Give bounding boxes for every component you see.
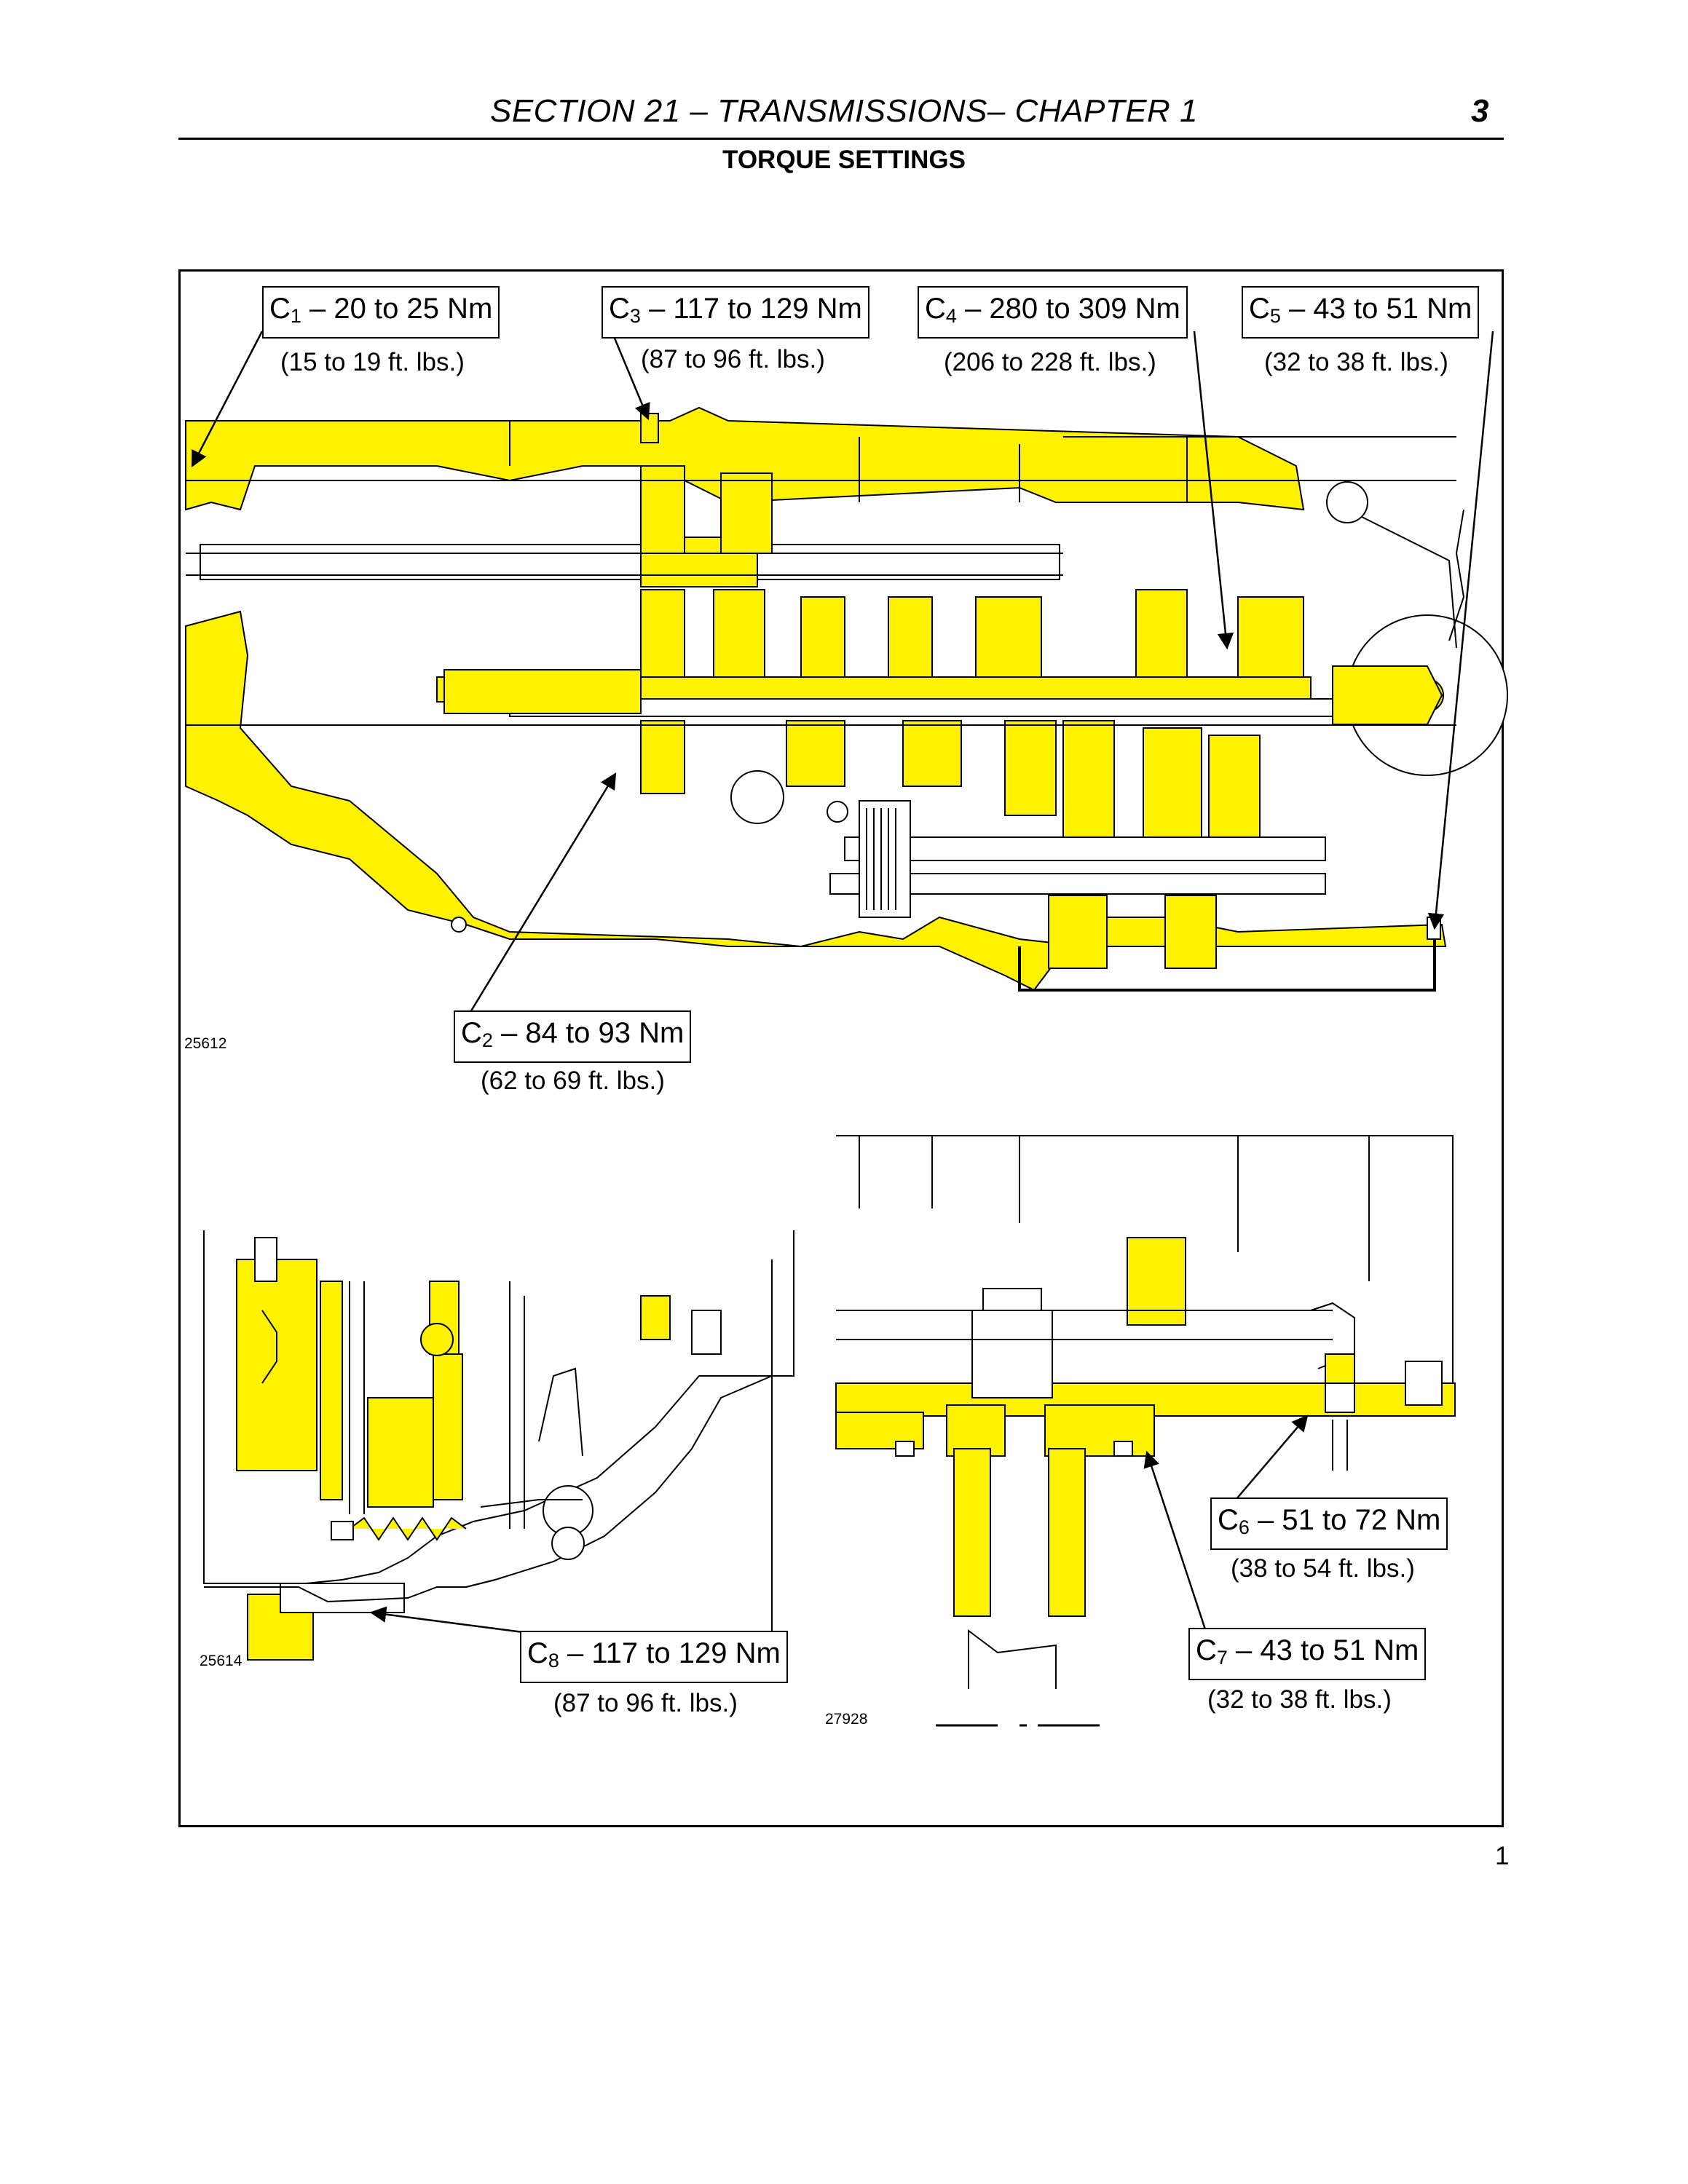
callout-label: C	[609, 293, 630, 325]
c4-leader	[1193, 331, 1234, 650]
callout-index: 4	[945, 305, 957, 327]
torque-callout-c5: C5 – 43 to 51 Nm	[1242, 286, 1480, 339]
torque-callout-c2: C2 – 84 to 93 Nm	[454, 1010, 692, 1063]
c5-leader	[1427, 331, 1494, 930]
figure-number: 1	[1495, 1842, 1510, 1870]
callout-label: C	[269, 293, 291, 325]
figure-id-lower-left: 25614	[200, 1653, 242, 1669]
callout-value: – 280 to 309 Nm	[956, 293, 1180, 325]
callout-value: – 117 to 129 Nm	[640, 293, 862, 325]
callout-value: – 117 to 129 Nm	[559, 1637, 781, 1669]
torque-imperial-c6: (38 to 54 ft. lbs.)	[1231, 1554, 1415, 1583]
c1-leader	[191, 331, 264, 467]
torque-callout-c8: C8 – 117 to 129 Nm	[520, 1631, 788, 1683]
callout-label: C	[1249, 293, 1270, 325]
torque-callout-c3: C3 – 117 to 129 Nm	[602, 286, 869, 339]
torque-imperial-c4: (206 to 228 ft. lbs.)	[944, 348, 1156, 376]
main-section-drawing	[185, 406, 1508, 992]
callout-value: – 43 to 51 Nm	[1280, 293, 1472, 325]
callout-label: C	[461, 1017, 482, 1049]
callout-value: – 43 to 51 Nm	[1227, 1634, 1419, 1666]
torque-imperial-c2: (62 to 69 ft. lbs.)	[481, 1067, 665, 1095]
header-rule	[178, 138, 1504, 140]
torque-imperial-c3: (87 to 96 ft. lbs.)	[641, 345, 825, 373]
c2-leader	[465, 772, 617, 1020]
callout-value: – 84 to 93 Nm	[492, 1017, 685, 1049]
torque-callout-c6: C6 – 51 to 72 Nm	[1210, 1497, 1448, 1550]
torque-imperial-c1: (15 to 19 ft. lbs.)	[280, 348, 465, 376]
callout-label: C	[527, 1637, 548, 1669]
callout-index: 1	[290, 305, 301, 327]
c8-leader	[369, 1606, 524, 1634]
callout-index: 7	[1216, 1647, 1228, 1669]
callout-index: 8	[548, 1650, 559, 1671]
figure-id-lower-right: 27928	[825, 1711, 868, 1728]
section-header-title: SECTION 21 – TRANSMISSIONS– CHAPTER 1	[489, 93, 1199, 129]
callout-value: – 20 to 25 Nm	[301, 293, 493, 325]
torque-callout-c1: C1 – 20 to 25 Nm	[262, 286, 500, 339]
callout-index: 6	[1238, 1516, 1250, 1538]
callout-label: C	[1218, 1504, 1239, 1536]
callout-value: – 51 to 72 Nm	[1249, 1504, 1441, 1536]
figure-frame	[178, 269, 1504, 1827]
torque-imperial-c7: (32 to 38 ft. lbs.)	[1207, 1685, 1392, 1714]
torque-callout-c4: C4 – 280 to 309 Nm	[918, 286, 1188, 339]
callout-index: 5	[1269, 305, 1281, 327]
page-number: 3	[1471, 93, 1489, 129]
page-subtitle: TORQUE SETTINGS	[722, 146, 966, 174]
callout-label: C	[925, 293, 946, 325]
c3-leader	[610, 331, 650, 421]
torque-imperial-c8: (87 to 96 ft. lbs.)	[553, 1689, 738, 1717]
figure-id-main: 25612	[184, 1035, 227, 1052]
callout-index: 3	[629, 305, 641, 327]
lower-right-drawing	[835, 1135, 1456, 1727]
callout-index: 2	[481, 1029, 493, 1051]
torque-imperial-c5: (32 to 38 ft. lbs.)	[1264, 348, 1448, 376]
lower-left-drawing	[203, 1230, 794, 1661]
callout-label: C	[1196, 1634, 1217, 1666]
c7-leader	[1143, 1450, 1207, 1630]
torque-callout-c7: C7 – 43 to 51 Nm	[1188, 1628, 1427, 1680]
